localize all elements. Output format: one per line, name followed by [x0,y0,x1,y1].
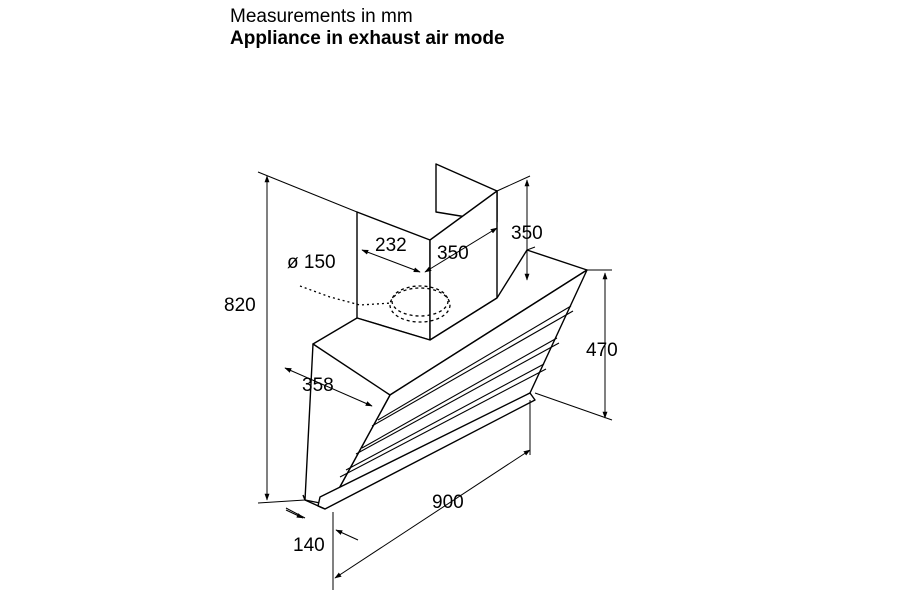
depth-358-dimension [284,367,373,407]
units-note: Measurements in mm [230,6,413,27]
label-duct-diameter: ø 150 [287,252,336,273]
duct-outlet [299,285,451,323]
diagram-title: Appliance in exhaust air mode [230,28,505,49]
label-chimney-height: 350 [511,223,543,244]
depth-232-dimension [361,249,421,273]
label-front-height: 470 [586,340,618,361]
label-hood-width: 900 [432,492,464,513]
width-900-dimension [334,449,531,579]
label-hood-depth: 358 [302,375,334,396]
label-bottom-depth: 140 [293,535,325,556]
depth-140-dimension-right [335,529,359,541]
height-820-extension-top [257,171,358,213]
caption: Measurements in mm Appliance in exhaust … [230,6,505,50]
label-overall-height: 820 [224,295,256,316]
hood-outline [302,163,588,510]
label-chimney-width: 350 [437,243,469,264]
depth-140-dimension-left [285,509,304,519]
width-350-dimension [424,227,498,273]
dimension-lines [257,171,613,590]
label-chimney-depth: 232 [375,235,407,256]
height-820-extension-bottom [257,499,306,504]
